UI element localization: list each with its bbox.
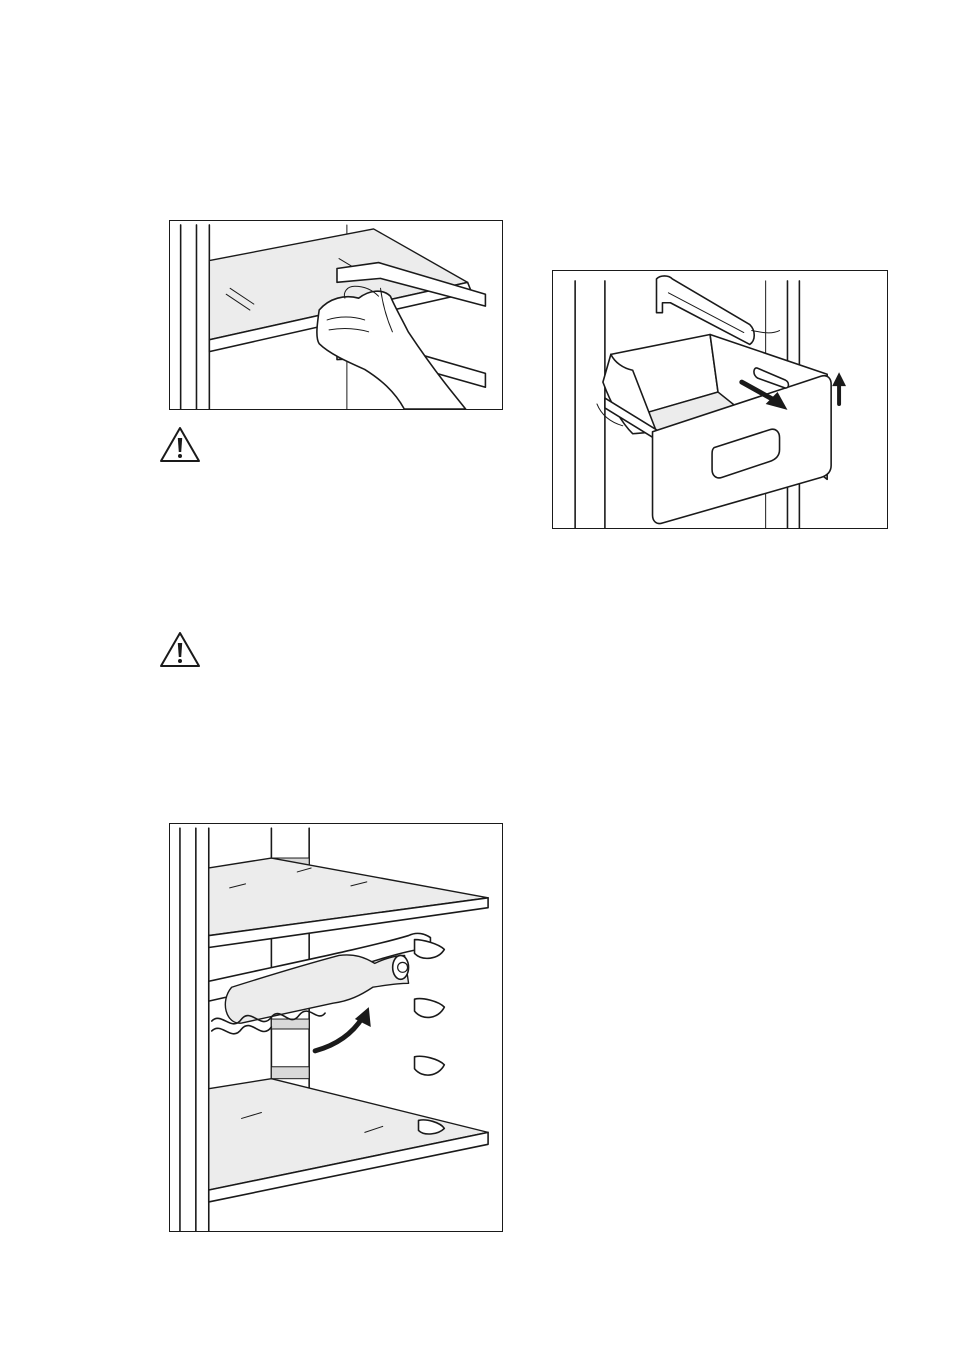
warning-triangle-icon (159, 631, 201, 669)
warning-triangle-icon (159, 426, 201, 464)
bottle-rack-illustration (169, 823, 503, 1232)
drawer-removal-illustration (552, 270, 888, 529)
shelf-removal-illustration (169, 220, 503, 410)
